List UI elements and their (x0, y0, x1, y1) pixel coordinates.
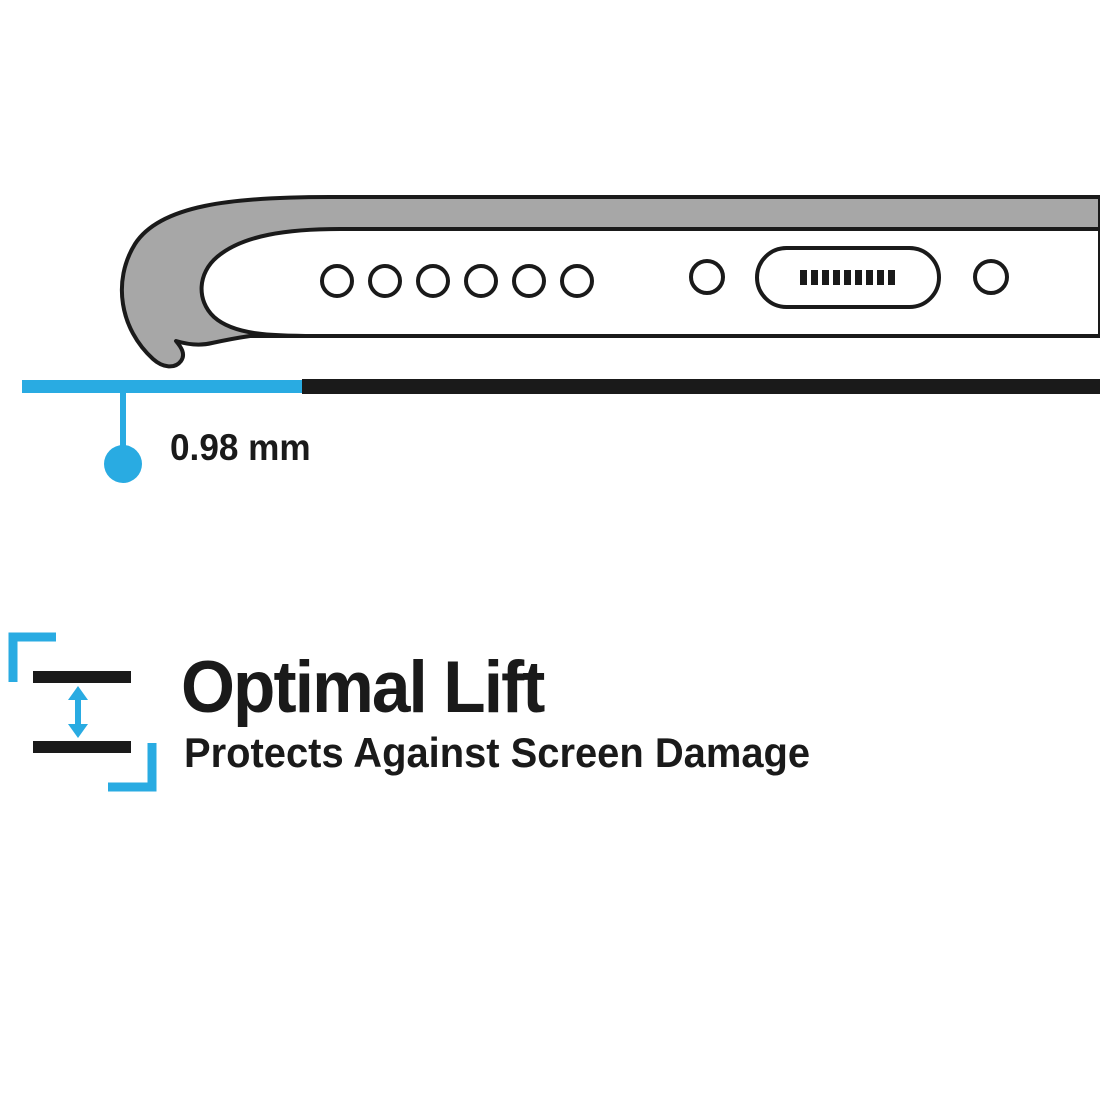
feature-subtitle: Protects Against Screen Damage (184, 729, 811, 776)
charging-port-pins (800, 270, 895, 285)
speaker-hole-icon (512, 264, 546, 298)
bracket-bottom-right-icon (108, 743, 157, 792)
speaker-hole-icon (368, 264, 402, 298)
measurement-label: 0.98 mm (170, 427, 311, 468)
speaker-hole-icon (320, 264, 354, 298)
speaker-hole-icon (464, 264, 498, 298)
bracket-top-left-icon (8, 632, 56, 682)
measurement-dot (104, 445, 142, 483)
measurement-leader-line (120, 393, 126, 448)
speaker-hole-icon (416, 264, 450, 298)
gap-bar-bottom (33, 741, 131, 753)
gap-bar-top (33, 671, 131, 683)
feature-title: Optimal Lift (181, 647, 545, 728)
surface-line (302, 379, 1100, 394)
speaker-holes-icon (320, 264, 594, 298)
lift-gap-icon (8, 632, 157, 792)
up-down-arrow-icon (68, 686, 88, 738)
screw-hole-icon (689, 259, 725, 295)
phone-case-illustration (22, 195, 1100, 483)
surface-line-highlight (22, 380, 302, 393)
speaker-hole-icon (560, 264, 594, 298)
screw-hole-icon (973, 259, 1009, 295)
